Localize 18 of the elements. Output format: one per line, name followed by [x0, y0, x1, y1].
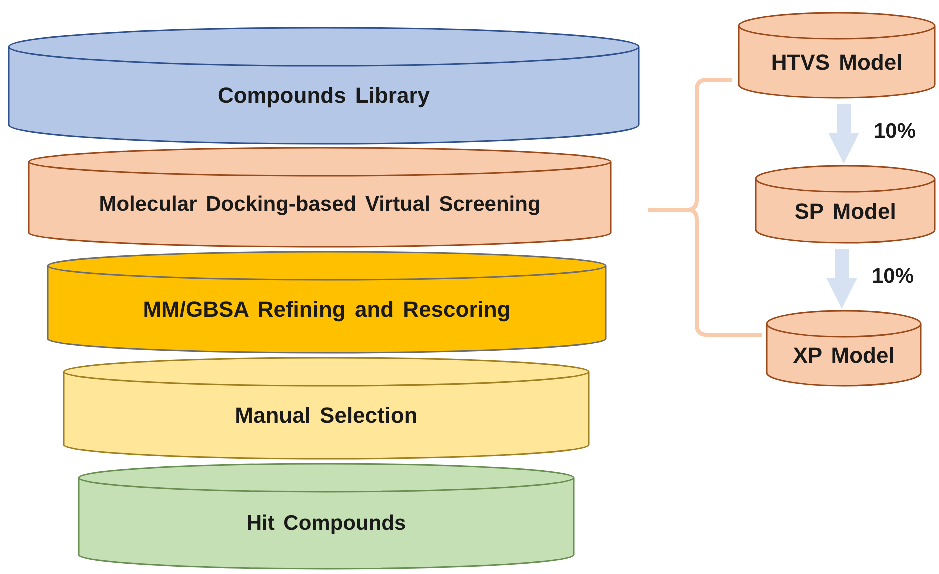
- node-label: Molecular Docking-based Virtual Screening: [98, 192, 542, 217]
- database-cylinder: [755, 165, 936, 245]
- node-label: Hit Compounds: [246, 512, 408, 536]
- node-label: XP Model: [792, 342, 896, 369]
- database-cylinder: [78, 463, 575, 571]
- node-label: SP Model: [794, 198, 898, 225]
- database-cylinder: [28, 147, 612, 249]
- database-cylinder: [63, 357, 590, 461]
- arrow: [828, 104, 860, 164]
- node-label: Manual Selection: [234, 403, 419, 430]
- database-cylinder: [47, 251, 607, 355]
- database-cylinder: [8, 27, 640, 146]
- database-cylinder: [738, 12, 936, 100]
- node-label: MM/GBSA Refining and Rescoring: [142, 297, 512, 324]
- node-label: Compounds Library: [216, 83, 431, 110]
- node-label: HTVS Model: [770, 50, 904, 76]
- database-cylinder: [766, 310, 922, 388]
- arrow: [826, 249, 858, 309]
